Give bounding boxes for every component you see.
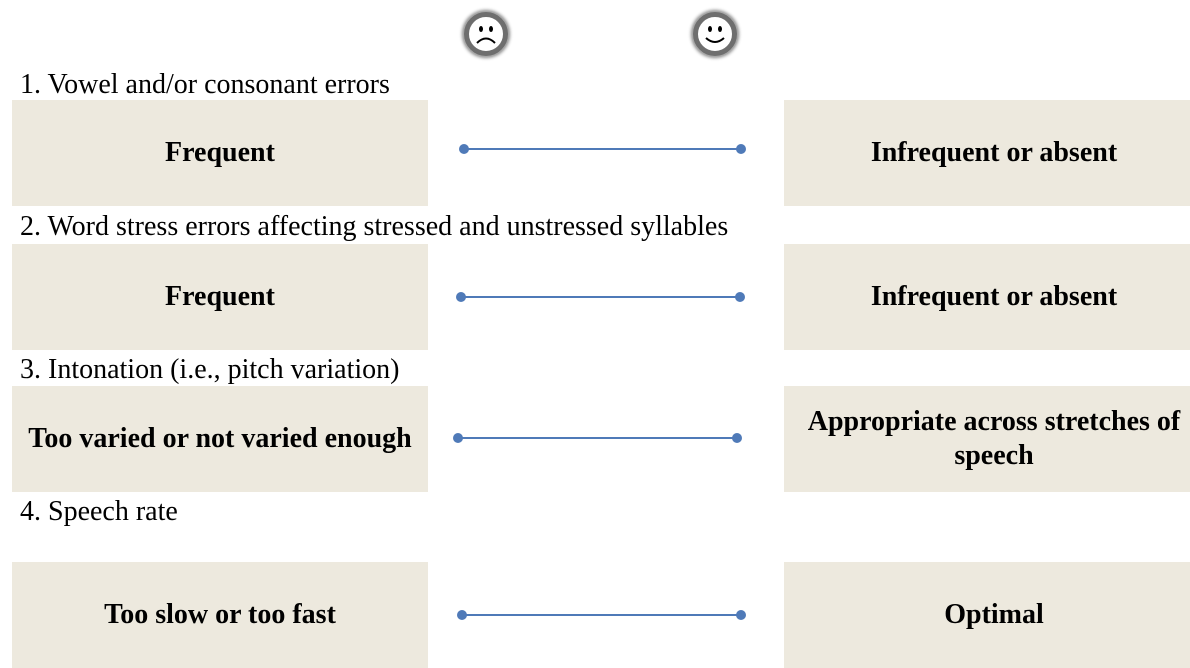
item-1-negative-anchor: Frequent <box>12 100 428 206</box>
item-4-negative-anchor: Too slow or too fast <box>12 562 428 668</box>
item-3-label: 3. Intonation (i.e., pitch variation) <box>20 354 400 385</box>
scale-line <box>461 296 740 298</box>
scale-endpoint-left[interactable] <box>456 292 466 302</box>
item-4-positive-anchor: Optimal <box>784 562 1190 668</box>
scale-endpoint-left[interactable] <box>459 144 469 154</box>
item-1-rating-scale[interactable] <box>459 142 746 156</box>
item-4-rating-scale[interactable] <box>457 608 746 622</box>
scale-line <box>462 614 741 616</box>
scale-endpoint-left[interactable] <box>457 610 467 620</box>
item-3-rating-scale[interactable] <box>453 431 742 445</box>
scale-endpoint-right[interactable] <box>732 433 742 443</box>
item-3-negative-anchor: Too varied or not varied enough <box>12 386 428 492</box>
item-4-label: 4. Speech rate <box>20 496 178 527</box>
scale-endpoint-left[interactable] <box>453 433 463 443</box>
spacer <box>12 528 428 562</box>
scale-line <box>458 437 737 439</box>
happy-face-icon <box>693 12 737 56</box>
item-2-rating-scale[interactable] <box>456 290 745 304</box>
item-2-positive-anchor: Infrequent or absent <box>784 244 1190 350</box>
item-1-label: 1. Vowel and/or consonant errors <box>20 69 390 100</box>
scale-endpoint-right[interactable] <box>736 144 746 154</box>
scale-line <box>464 148 741 150</box>
item-2-negative-anchor: Frequent <box>12 244 428 350</box>
scale-endpoint-right[interactable] <box>736 610 746 620</box>
item-3-positive-anchor: Appropriate across stretches of speech <box>784 386 1190 492</box>
sad-face-icon <box>464 12 508 56</box>
item-1-positive-anchor: Infrequent or absent <box>784 100 1190 206</box>
item-2-label: 2. Word stress errors affecting stressed… <box>20 211 729 242</box>
scale-endpoint-right[interactable] <box>735 292 745 302</box>
